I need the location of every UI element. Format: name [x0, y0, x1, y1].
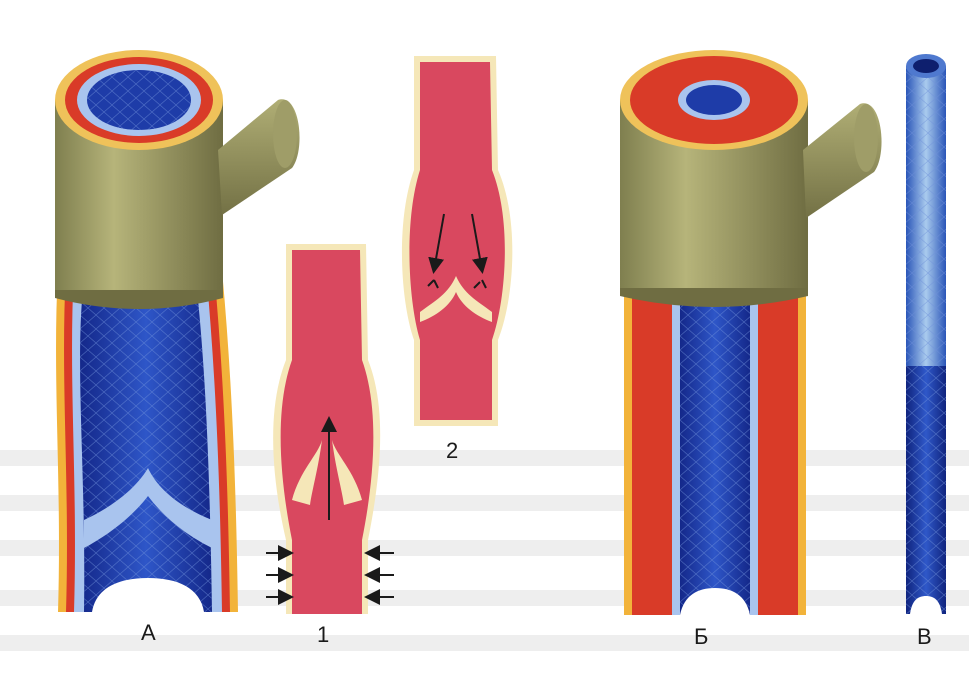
- label-vessel-1: 1: [317, 622, 329, 648]
- vessel-a-vein: [55, 50, 300, 612]
- vessel-v-capillary: [906, 54, 946, 614]
- label-vessel-2: 2: [446, 438, 458, 464]
- vessel-b-artery: [620, 50, 882, 615]
- label-vessel-a: А: [141, 620, 156, 646]
- label-vessel-v: В: [917, 624, 932, 650]
- vessel-2-valve: [402, 56, 512, 426]
- label-vessel-b: Б: [694, 624, 708, 650]
- vessel-1-flow: [266, 244, 394, 614]
